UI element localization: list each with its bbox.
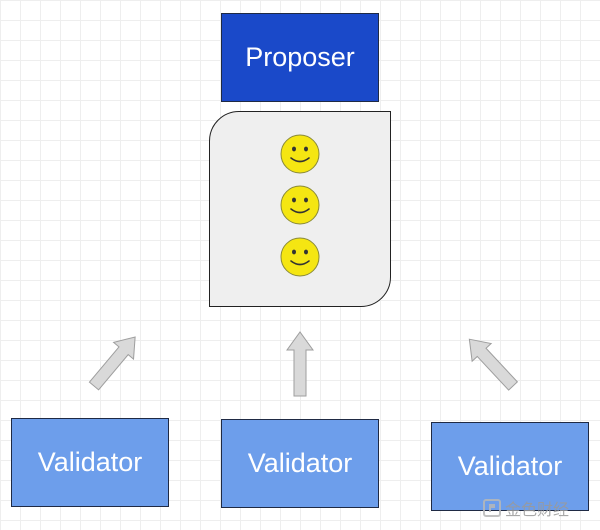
smiley-icon xyxy=(280,185,320,225)
validator-box: Validator xyxy=(11,418,169,507)
validator-box: Validator xyxy=(431,422,589,511)
smiley-icon xyxy=(280,134,320,174)
smiley-icon xyxy=(280,237,320,277)
validator-label: Validator xyxy=(457,451,563,481)
arrow-up-left xyxy=(83,328,146,395)
validator-label: Validator xyxy=(247,448,353,478)
arrow-up-right xyxy=(459,329,524,396)
watermark-text: 金色财经 xyxy=(505,502,570,519)
watermark-logo-icon xyxy=(483,499,501,517)
validator-box: Validator xyxy=(221,419,379,508)
watermark: 金色财经 xyxy=(483,496,569,520)
proposer-label: Proposer xyxy=(245,42,355,72)
proposer-box: Proposer xyxy=(221,13,379,102)
arrow-up xyxy=(286,331,314,397)
validator-label: Validator xyxy=(37,447,143,477)
